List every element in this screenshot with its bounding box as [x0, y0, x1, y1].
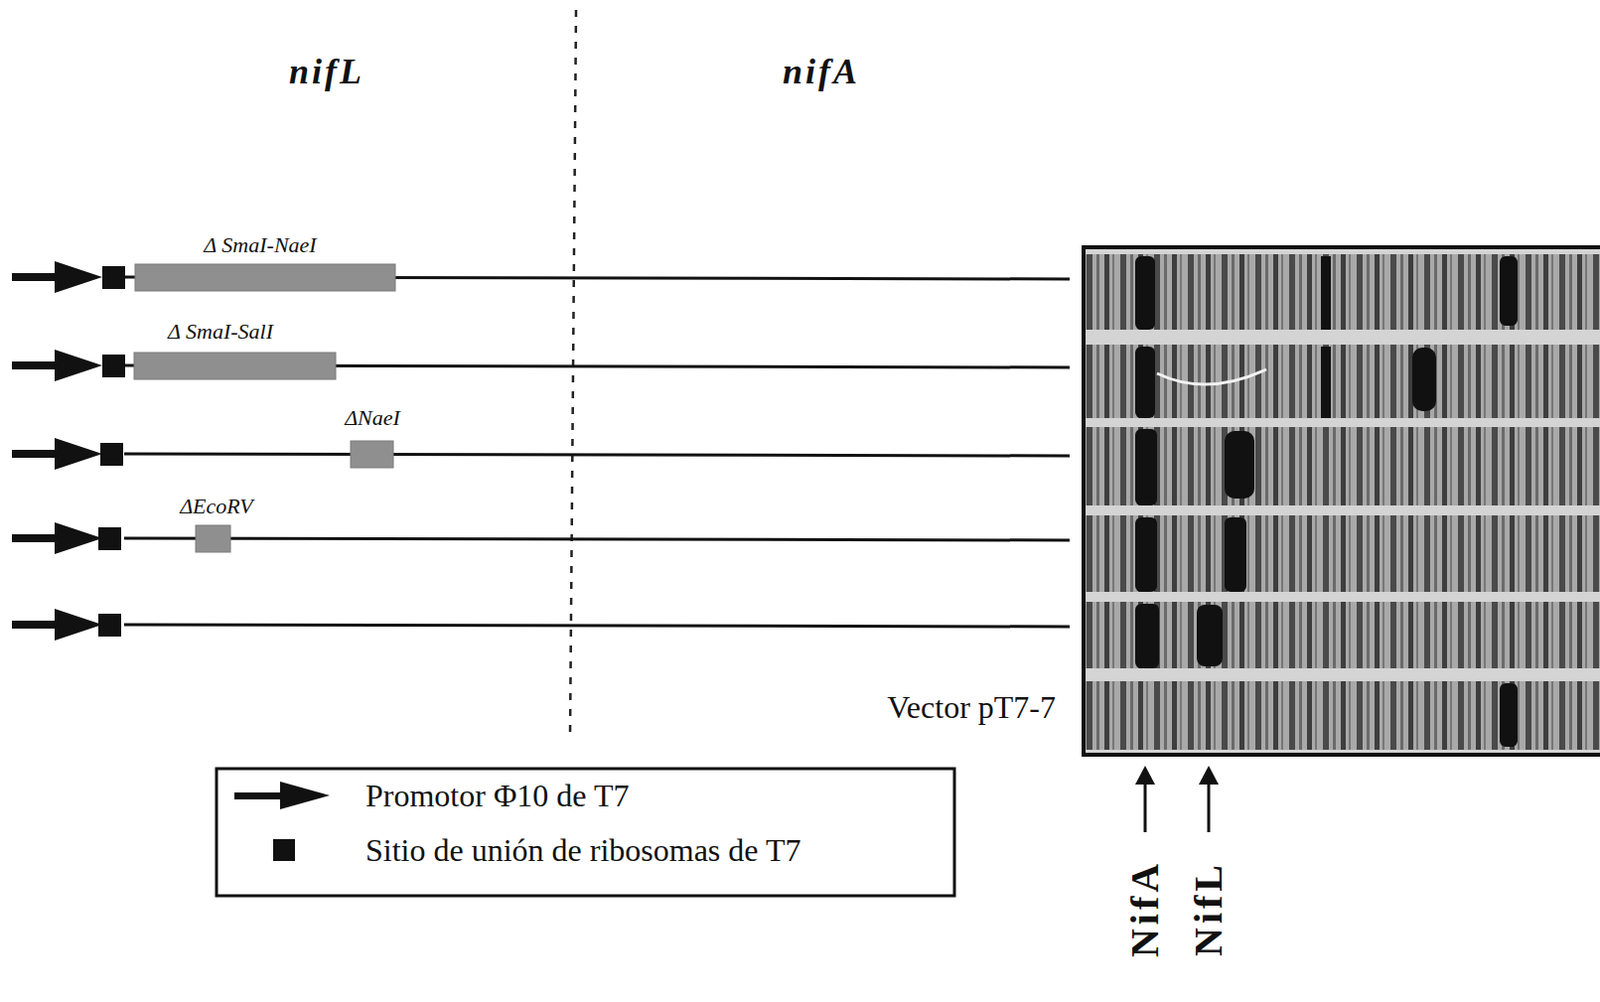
gene-name: nifL	[289, 53, 365, 90]
legend-text: Promotor Φ10 de T7	[365, 777, 629, 814]
legend-text: Sitio de unión de ribosomas de T7	[365, 832, 801, 869]
construct-rows	[124, 277, 1070, 627]
ribosome-binding-sites	[98, 266, 126, 637]
deletion-label: ΔEcoRV	[179, 495, 254, 518]
deletion-label: ΔNaeI	[344, 407, 401, 430]
legend-frame	[216, 768, 955, 896]
promoter-arrows	[11, 261, 103, 641]
legend-entry: Promotor Φ10 de T7	[365, 779, 629, 812]
deletion-label: Δ SmaI-NaeI	[203, 234, 316, 257]
protein-label: NifA	[1125, 860, 1165, 958]
band-pointer-arrows	[1135, 765, 1219, 833]
vector-label: Vector pT7-7	[886, 691, 1056, 724]
protein-label: NifL	[1188, 861, 1229, 957]
deletion-label: Δ SmaI-SalI	[167, 320, 274, 343]
legend-entry: Sitio de unión de ribosomas de T7	[365, 834, 801, 867]
gel-image	[1083, 247, 1600, 755]
gene-name: nifA	[782, 53, 861, 90]
